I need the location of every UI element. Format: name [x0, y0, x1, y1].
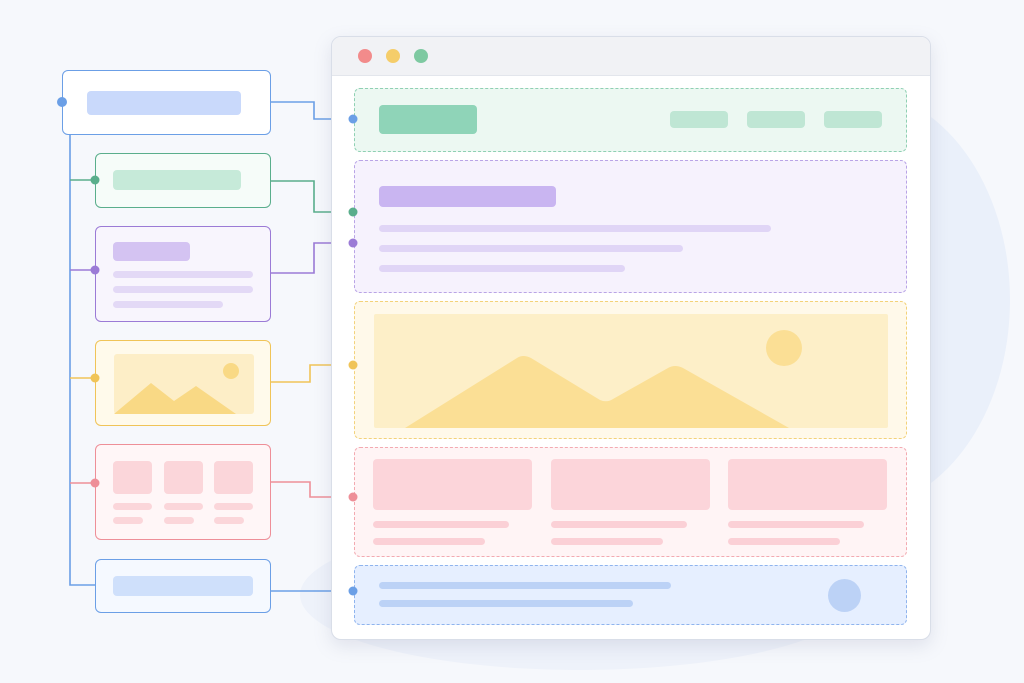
grid-card-2-line-1 — [551, 521, 687, 528]
header-nav-item-3 — [824, 111, 882, 128]
card-grid-tile-1 — [113, 461, 152, 494]
card-grid-line-1a — [113, 503, 152, 510]
grid-card-1-line-2 — [373, 538, 485, 545]
component-card-footer[interactable] — [95, 559, 271, 613]
hero-title-block — [379, 186, 556, 207]
dot-target-header — [348, 114, 358, 124]
component-card-hero-text[interactable] — [95, 226, 271, 322]
card-grid-line-2b — [164, 517, 194, 524]
card-grid-tile-2 — [164, 461, 203, 494]
dot-target-image — [348, 360, 358, 370]
card-hero-title-bar — [113, 242, 190, 261]
window-minimize-dot[interactable] — [386, 49, 400, 63]
header-nav-item-2 — [747, 111, 805, 128]
footer-avatar-circle — [828, 579, 861, 612]
dot-target-hero-a — [348, 207, 358, 217]
trunk-line — [69, 102, 96, 586]
component-card-header[interactable] — [95, 153, 271, 208]
hero-text-line-2 — [379, 245, 683, 252]
card-root-bar — [87, 91, 241, 115]
window-close-dot[interactable] — [358, 49, 372, 63]
page-card-grid-section[interactable] — [354, 447, 907, 557]
grid-card-1 — [373, 459, 532, 510]
dot-target-grid — [348, 492, 358, 502]
page-footer-section[interactable] — [354, 565, 907, 625]
component-card-hero-image[interactable] — [95, 340, 271, 426]
card-footer-bar — [113, 576, 253, 596]
dot-target-footer — [348, 586, 358, 596]
card-header-bar — [113, 170, 241, 190]
card-hero-line-2 — [113, 286, 253, 293]
hero-text-line-3 — [379, 265, 625, 272]
browser-window — [331, 36, 931, 640]
dot-branch-hero-image — [90, 373, 100, 383]
grid-card-2-line-2 — [551, 538, 663, 545]
card-grid-line-2a — [164, 503, 203, 510]
footer-line-1 — [379, 582, 671, 589]
grid-card-3-line-2 — [728, 538, 840, 545]
card-image-icon — [114, 354, 254, 414]
grid-card-2 — [551, 459, 710, 510]
component-card-grid[interactable] — [95, 444, 271, 540]
card-grid-line-3a — [214, 503, 253, 510]
card-grid-tile-3 — [214, 461, 253, 494]
page-header-section[interactable] — [354, 88, 907, 152]
hero-text-line-1 — [379, 225, 771, 232]
header-logo-block — [379, 105, 477, 134]
dot-branch-card-grid — [90, 478, 100, 488]
component-card-root[interactable] — [62, 70, 271, 135]
dot-target-hero-b — [348, 238, 358, 248]
card-grid-line-3b — [214, 517, 244, 524]
dot-branch-header — [90, 175, 100, 185]
header-nav-item-1 — [670, 111, 728, 128]
hero-image-icon — [374, 314, 888, 428]
grid-card-3-line-1 — [728, 521, 864, 528]
window-maximize-dot[interactable] — [414, 49, 428, 63]
dot-branch-hero-text — [90, 265, 100, 275]
card-hero-line-1 — [113, 271, 253, 278]
card-grid-line-1b — [113, 517, 143, 524]
browser-titlebar — [332, 37, 930, 76]
dot-trunk-root — [57, 97, 67, 107]
page-hero-text-section[interactable] — [354, 160, 907, 293]
page-image-section[interactable] — [354, 301, 907, 439]
card-hero-line-3 — [113, 301, 223, 308]
grid-card-3 — [728, 459, 887, 510]
grid-card-1-line-1 — [373, 521, 509, 528]
footer-line-2 — [379, 600, 633, 607]
